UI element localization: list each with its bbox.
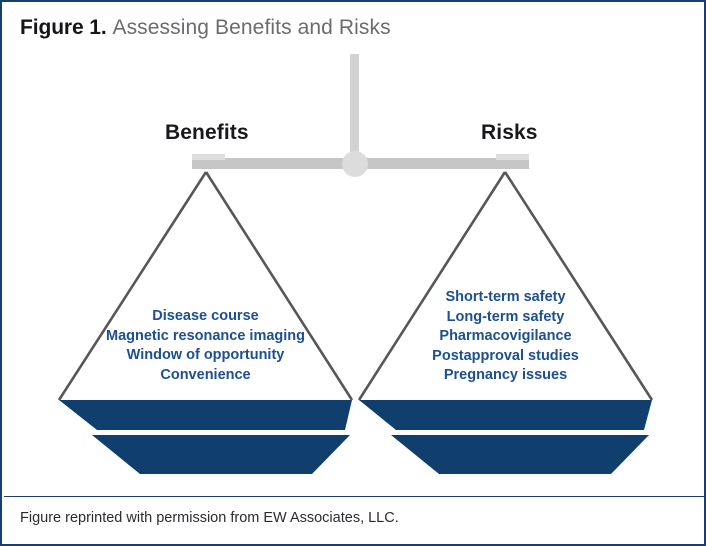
left-pan-fill-band-lower (92, 435, 350, 474)
pan-item: Window of opportunity (126, 347, 285, 363)
figure-title-text: Assessing Benefits and Risks (112, 16, 391, 39)
pan-item: Pregnancy issues (443, 367, 568, 383)
pan-item: Magnetic resonance imaging (105, 327, 306, 344)
right-pan-fill-band-upper (359, 400, 652, 430)
footer-divider (4, 496, 704, 497)
pan-item: Disease course (152, 308, 259, 324)
figure-credit-text: Figure reprinted with permission from EW… (20, 510, 399, 526)
scale-pivot-icon (342, 151, 368, 177)
pan-item: Short-term safety (445, 289, 566, 305)
figure-number-label: Figure 1. (20, 16, 107, 39)
pan-item: Convenience (160, 366, 251, 383)
scale-beam-right-cap-icon (496, 154, 529, 160)
pan-item: Long-term safety (446, 308, 565, 325)
balance-scale-graphic (57, 54, 654, 474)
pan-items-benefits: Disease course Magnetic resonance imagin… (59, 307, 352, 385)
right-pan-fill-band-lower (391, 435, 649, 474)
balance-scale-diagram: Benefits Risks Disease course Magnetic r… (2, 2, 704, 494)
pan-item: Postapproval studies (432, 347, 579, 364)
left-pan-fill-band-upper (59, 400, 352, 430)
figure-title: Figure 1. Assessing Benefits and Risks (20, 14, 391, 42)
scale-post-icon (350, 54, 359, 164)
right-pan-outline (357, 171, 654, 401)
scale-beam-left-cap-icon (192, 154, 225, 160)
left-pan-outline (57, 171, 354, 401)
pan-items-risks: Short-term safety Long-term safety Pharm… (359, 288, 652, 386)
pan-heading-risks: Risks (481, 121, 538, 144)
pan-heading-benefits: Benefits (165, 121, 249, 144)
pan-item: Pharmacovigilance (439, 328, 572, 344)
